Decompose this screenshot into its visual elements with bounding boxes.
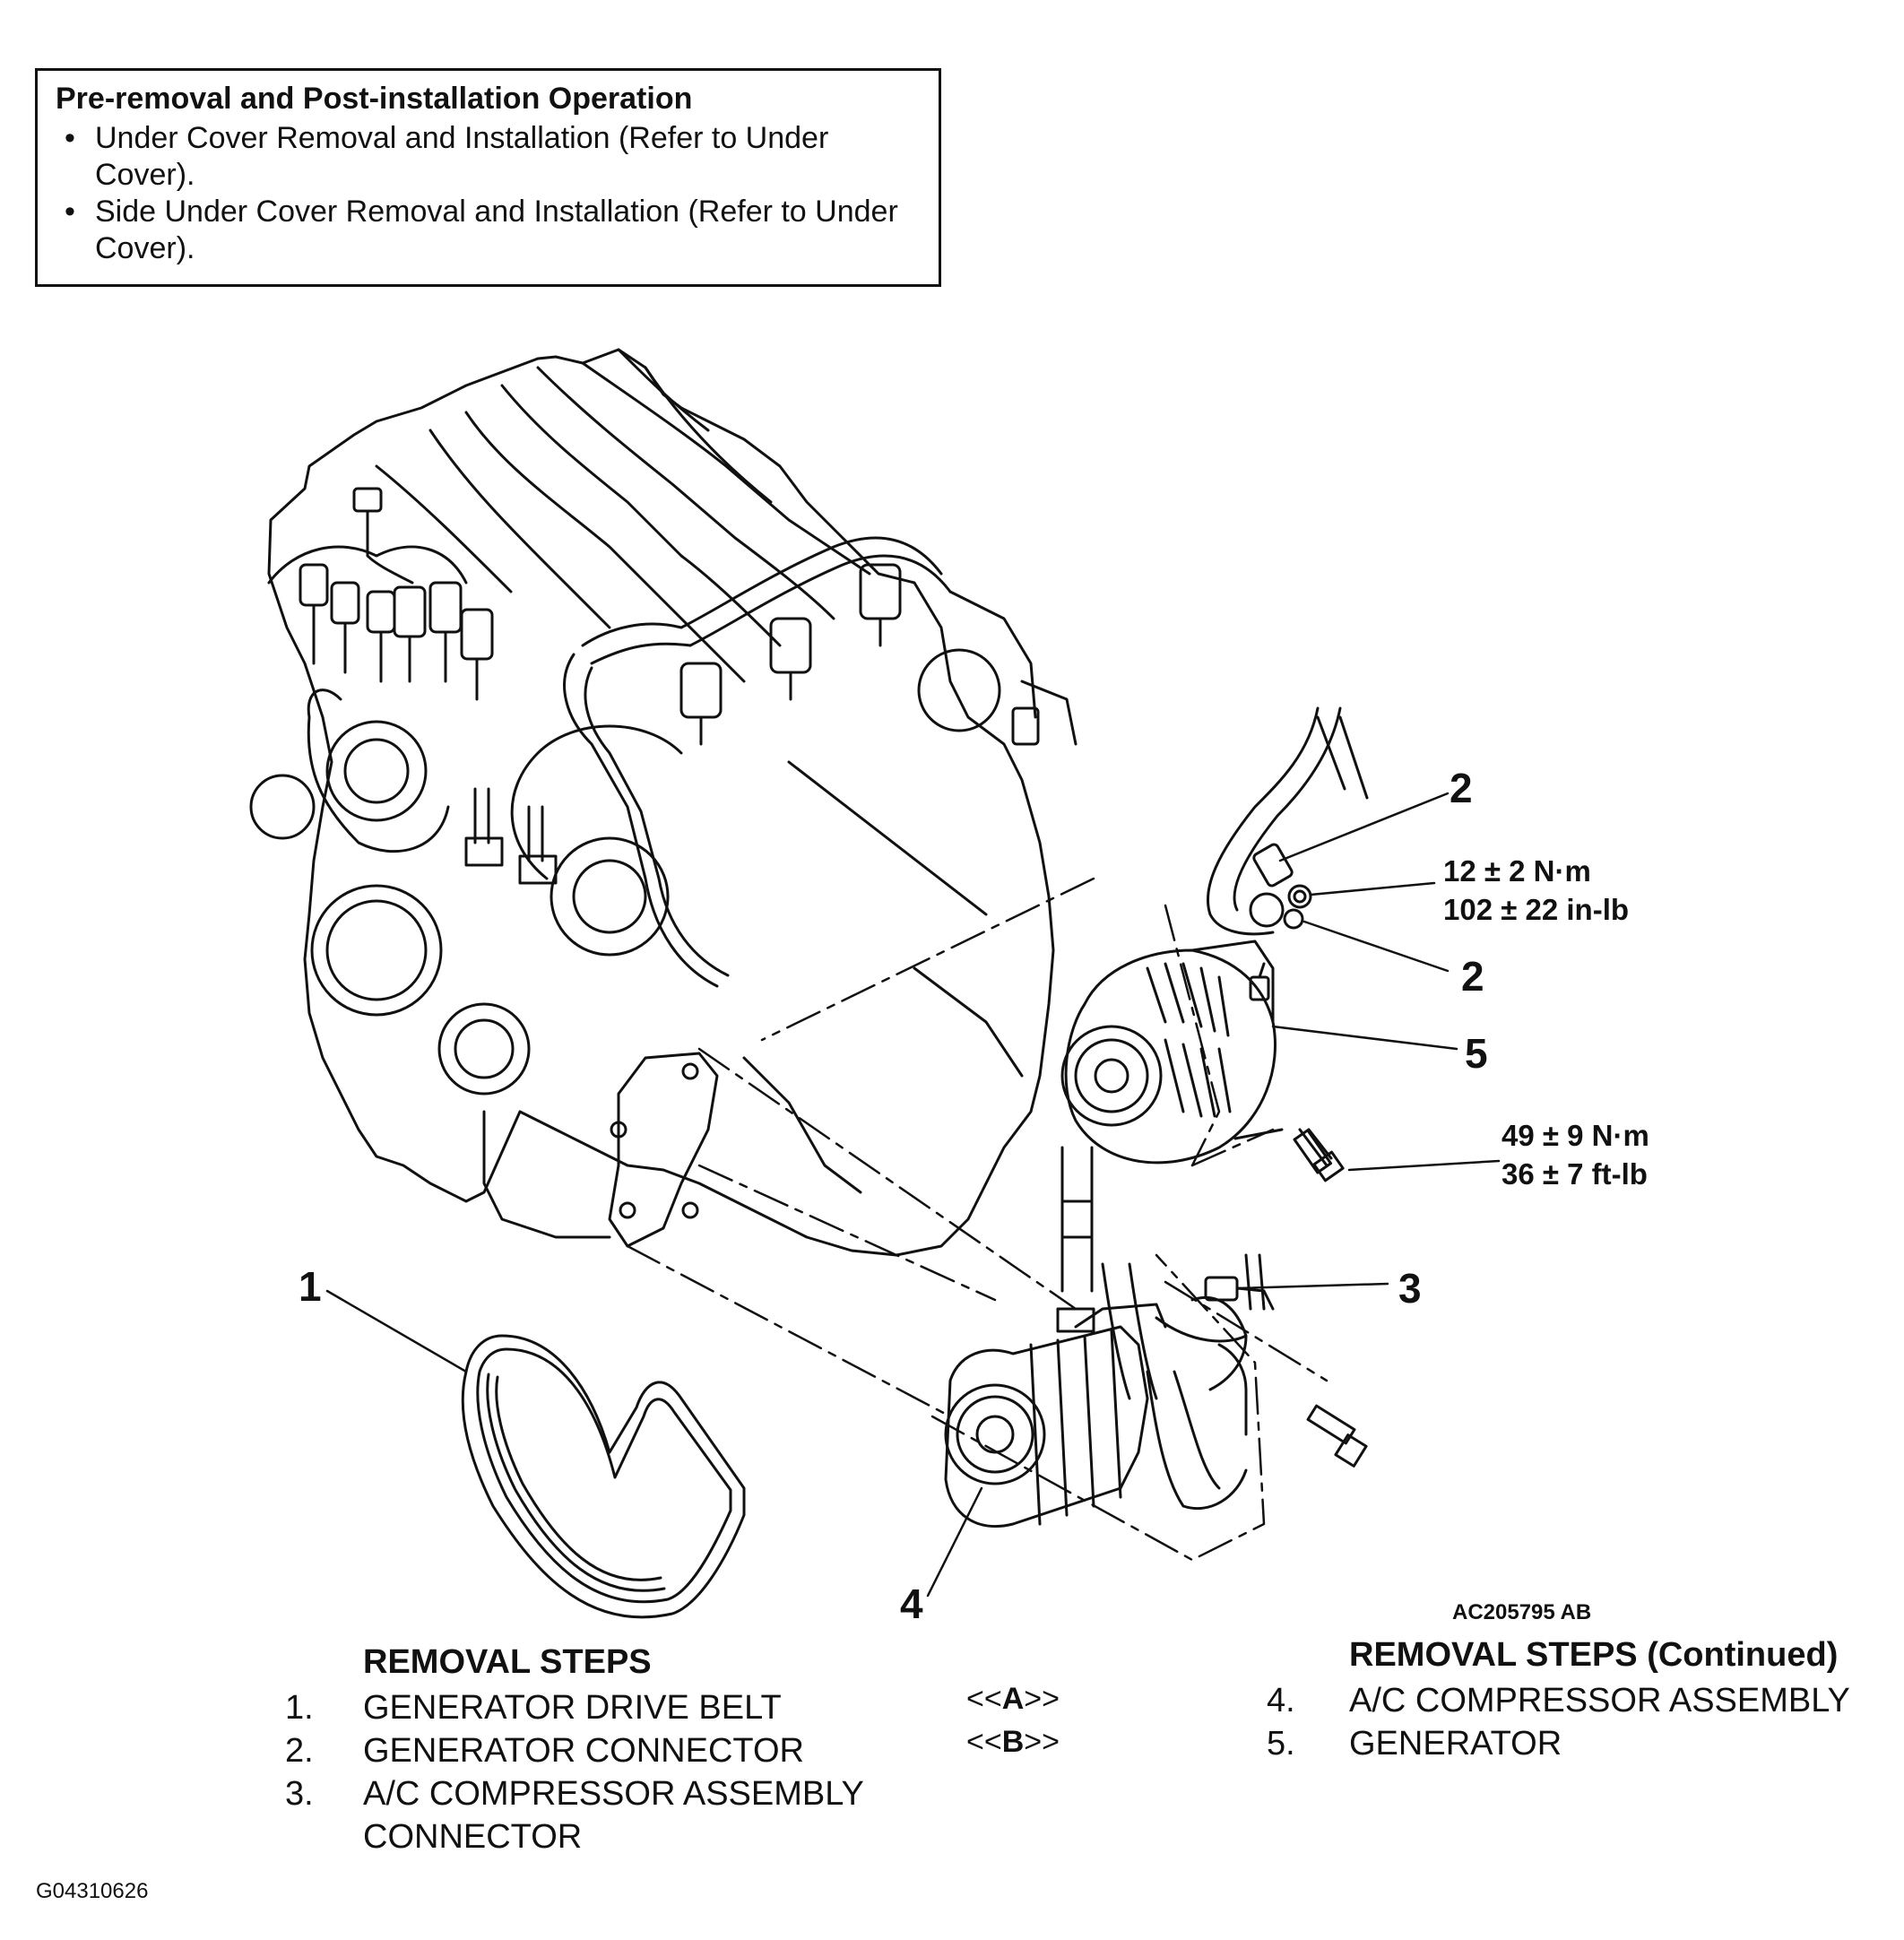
engine-block-drawing: [249, 348, 1077, 1257]
step-text: GENERATOR CONNECTOR: [363, 1732, 804, 1770]
removal-steps-continued-heading: REMOVAL STEPS (Continued): [1349, 1636, 1839, 1674]
step-number: 3.: [285, 1775, 314, 1813]
ref-close: >>: [1024, 1725, 1060, 1759]
procedure-reference: <<A>>: [966, 1682, 1060, 1717]
ignition-coils-left: [267, 487, 494, 701]
ref-close: >>: [1024, 1682, 1060, 1716]
torque-metric: 49 ± 9 N·m: [1502, 1119, 1649, 1152]
step-number: 2.: [285, 1732, 314, 1770]
compressor-bolt-drawing: [1306, 1404, 1368, 1468]
callout-2-top: 2: [1450, 765, 1473, 811]
removal-steps-heading: REMOVAL STEPS: [363, 1643, 652, 1681]
callout-2-bottom: 2: [1461, 953, 1484, 1000]
step-text: A/C COMPRESSOR ASSEMBLY: [363, 1775, 864, 1813]
ac-compressor-drawing: [944, 1303, 1167, 1529]
generator-drawing: [1060, 940, 1277, 1165]
step-number: 4.: [1267, 1682, 1295, 1719]
ignition-coils-right: [679, 563, 902, 746]
note-item: Side Under Cover Removal and Installatio…: [65, 194, 921, 267]
callout-5: 5: [1465, 1030, 1488, 1077]
ref-letter: A: [1001, 1682, 1025, 1716]
ac-connector-drawing: [1204, 1253, 1275, 1311]
generator-bolt-drawing: [1233, 1128, 1345, 1182]
leader-lines: [325, 792, 1501, 1598]
ref-open: <<: [966, 1725, 1002, 1759]
torque-generator-bolt: 49 ± 9 N·m 36 ± 7 ft-lb: [1502, 1116, 1649, 1193]
step-text: GENERATOR: [1349, 1725, 1562, 1762]
step-number: 5.: [1267, 1725, 1295, 1762]
torque-imperial: 36 ± 7 ft-lb: [1502, 1157, 1648, 1191]
ref-open: <<: [966, 1682, 1002, 1716]
torque-connector-nut: 12 ± 2 N·m 102 ± 22 in-lb: [1443, 852, 1629, 929]
procedure-reference: <<B>>: [966, 1725, 1060, 1760]
drive-belt-drawing: [461, 1334, 746, 1619]
torque-imperial: 102 ± 22 in-lb: [1443, 893, 1630, 926]
step-text-continued: CONNECTOR: [363, 1818, 583, 1856]
note-item: Under Cover Removal and Installation (Re…: [65, 120, 921, 194]
callout-3: 3: [1398, 1265, 1422, 1312]
alignment-lines: [626, 877, 1328, 1562]
step-number: 1.: [285, 1689, 314, 1727]
step-text: A/C COMPRESSOR ASSEMBLY: [1349, 1682, 1850, 1719]
step-text: GENERATOR DRIVE BELT: [363, 1689, 782, 1727]
illustration-code: AC205795 AB: [1452, 1600, 1592, 1624]
ac-hoses: [1060, 1146, 1248, 1511]
figure-id: G04310626: [36, 1879, 149, 1903]
note-list: Under Cover Removal and Installation (Re…: [56, 120, 921, 267]
generator-harness: [1206, 706, 1369, 936]
torque-metric: 12 ± 2 N·m: [1443, 854, 1591, 888]
note-title: Pre-removal and Post-installation Operat…: [56, 82, 693, 116]
ref-letter: B: [1001, 1725, 1025, 1759]
pre-removal-note: Pre-removal and Post-installation Operat…: [35, 68, 941, 287]
callout-1: 1: [299, 1263, 322, 1310]
callout-4: 4: [900, 1581, 923, 1627]
